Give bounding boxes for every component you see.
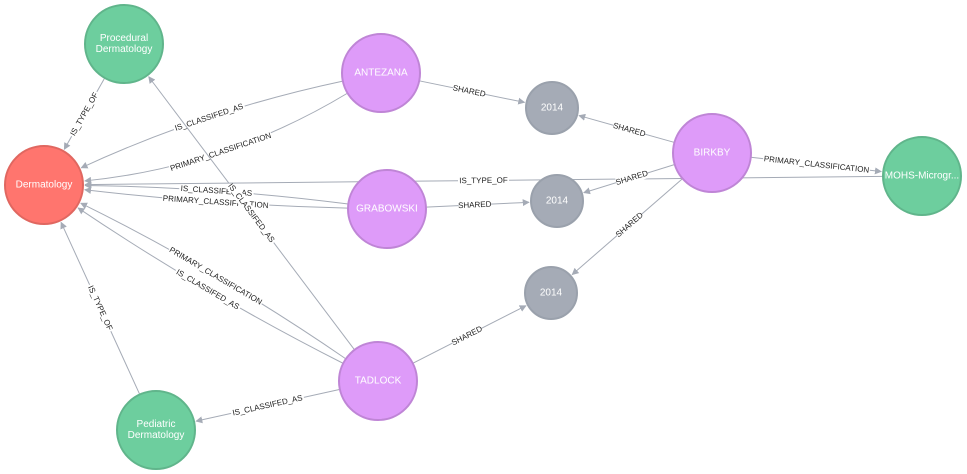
nodes-layer: DermatologyProceduralDermatologyPediatri… [4,4,962,470]
edge-label-background [172,100,247,134]
edge-is-classifed-as[interactable]: IS_CLASSIFED_AS [195,388,341,424]
node-circle[interactable] [882,136,962,216]
node-label: 2014 [541,103,564,114]
edge-label: IS_TYPE_OF [459,176,508,185]
edge-is-type-of[interactable]: IS_TYPE_OF [84,175,884,189]
edge-label: PRIMARY_CLASSIFICATION [169,131,273,173]
edge-label: SHARED [452,83,487,99]
dermatology-node[interactable]: Dermatology [4,145,84,225]
edge-label-background [450,323,484,348]
node-label: BIRKBY [694,148,731,159]
year-node-3[interactable]: 2014 [524,266,578,320]
edge-label-background [230,392,305,419]
node-label: Dermatology [128,430,185,441]
edge-label-background [173,266,243,313]
node-circle[interactable] [4,145,84,225]
edge-is-classifed-as[interactable]: IS_CLASSIFED_AS [77,207,344,364]
edge-label-background [762,153,871,176]
node-circle[interactable] [525,81,579,135]
node-circle[interactable] [341,33,421,113]
edge-label-background [85,282,116,334]
edge-label-background [224,180,278,246]
edge-label: SHARED [450,324,484,347]
edge-shared[interactable]: SHARED [419,80,526,105]
node-circle[interactable] [116,390,196,470]
node-circle[interactable] [338,341,418,421]
edge-label: SHARED [458,200,492,211]
node-label: 2014 [540,288,563,299]
edge-label: SHARED [614,210,645,239]
edge-is-type-of[interactable]: IS_TYPE_OF [60,221,141,395]
edge-primary-classification[interactable]: PRIMARY_CLASSIFICATION [80,202,347,360]
edge-label: PRIMARY_CLASSIFICATION [763,154,870,175]
edge-label-background [452,82,486,100]
node-label: MOHS-Microgr... [885,171,959,182]
edge-line[interactable] [80,202,347,360]
node-label: Pediatric [137,419,176,430]
edge-shared[interactable]: SHARED [571,178,683,276]
node-label: ANTEZANA [354,68,408,79]
edge-line[interactable] [84,92,348,184]
edge-label: IS_TYPE_OF [86,284,114,332]
year-node-1[interactable]: 2014 [525,81,579,135]
edge-label-background [457,175,510,186]
node-label: GRABOWSKI [356,204,418,215]
node-circle[interactable] [530,174,584,228]
birkby-node[interactable]: BIRKBY [672,113,752,193]
antezana-node[interactable]: ANTEZANA [341,33,421,113]
node-circle[interactable] [347,169,427,249]
node-circle[interactable] [524,266,578,320]
edge-label-background [615,168,649,188]
edge-primary-classification[interactable]: PRIMARY_CLASSIFICATION [750,153,882,176]
edge-label: IS_CLASSIFED_AS [232,393,304,417]
edge-is-classifed-as[interactable]: IS_CLASSIFED_AS [148,76,355,351]
edge-label-background [67,89,102,139]
edge-is-type-of[interactable]: IS_TYPE_OF [63,77,106,150]
node-label: TADLOCK [355,376,402,387]
node-label: 2014 [546,196,569,207]
edge-shared[interactable]: SHARED [412,305,527,364]
edge-label: SHARED [615,169,650,188]
edge-label-background [166,244,265,308]
mohs-node[interactable]: MOHS-Microgr... [882,136,962,216]
node-label: Dermatology [96,44,153,55]
edge-label-background [612,120,647,139]
edges-layer: IS_TYPE_OFIS_TYPE_OFPRIMARY_CLASSIFICATI… [60,76,884,424]
edge-shared[interactable]: SHARED [425,199,530,211]
edge-label-background [458,199,492,211]
edge-label-background [613,210,645,240]
node-circle[interactable] [84,4,164,84]
edge-label-background [168,130,274,174]
edge-shared[interactable]: SHARED [578,113,675,143]
year-node-2[interactable]: 2014 [530,174,584,228]
edge-label: SHARED [612,121,647,139]
node-label: Dermatology [16,180,73,191]
node-circle[interactable] [672,113,752,193]
tadlock-node[interactable]: TADLOCK [338,341,418,421]
grabowski-node[interactable]: GRABOWSKI [347,169,427,249]
edge-label: IS_CLASSIFED_AS [174,102,245,133]
edge-label: IS_TYPE_OF [68,91,100,138]
node-label: Procedural [100,33,148,44]
edge-primary-classification[interactable]: PRIMARY_CLASSIFICATION [84,92,348,184]
